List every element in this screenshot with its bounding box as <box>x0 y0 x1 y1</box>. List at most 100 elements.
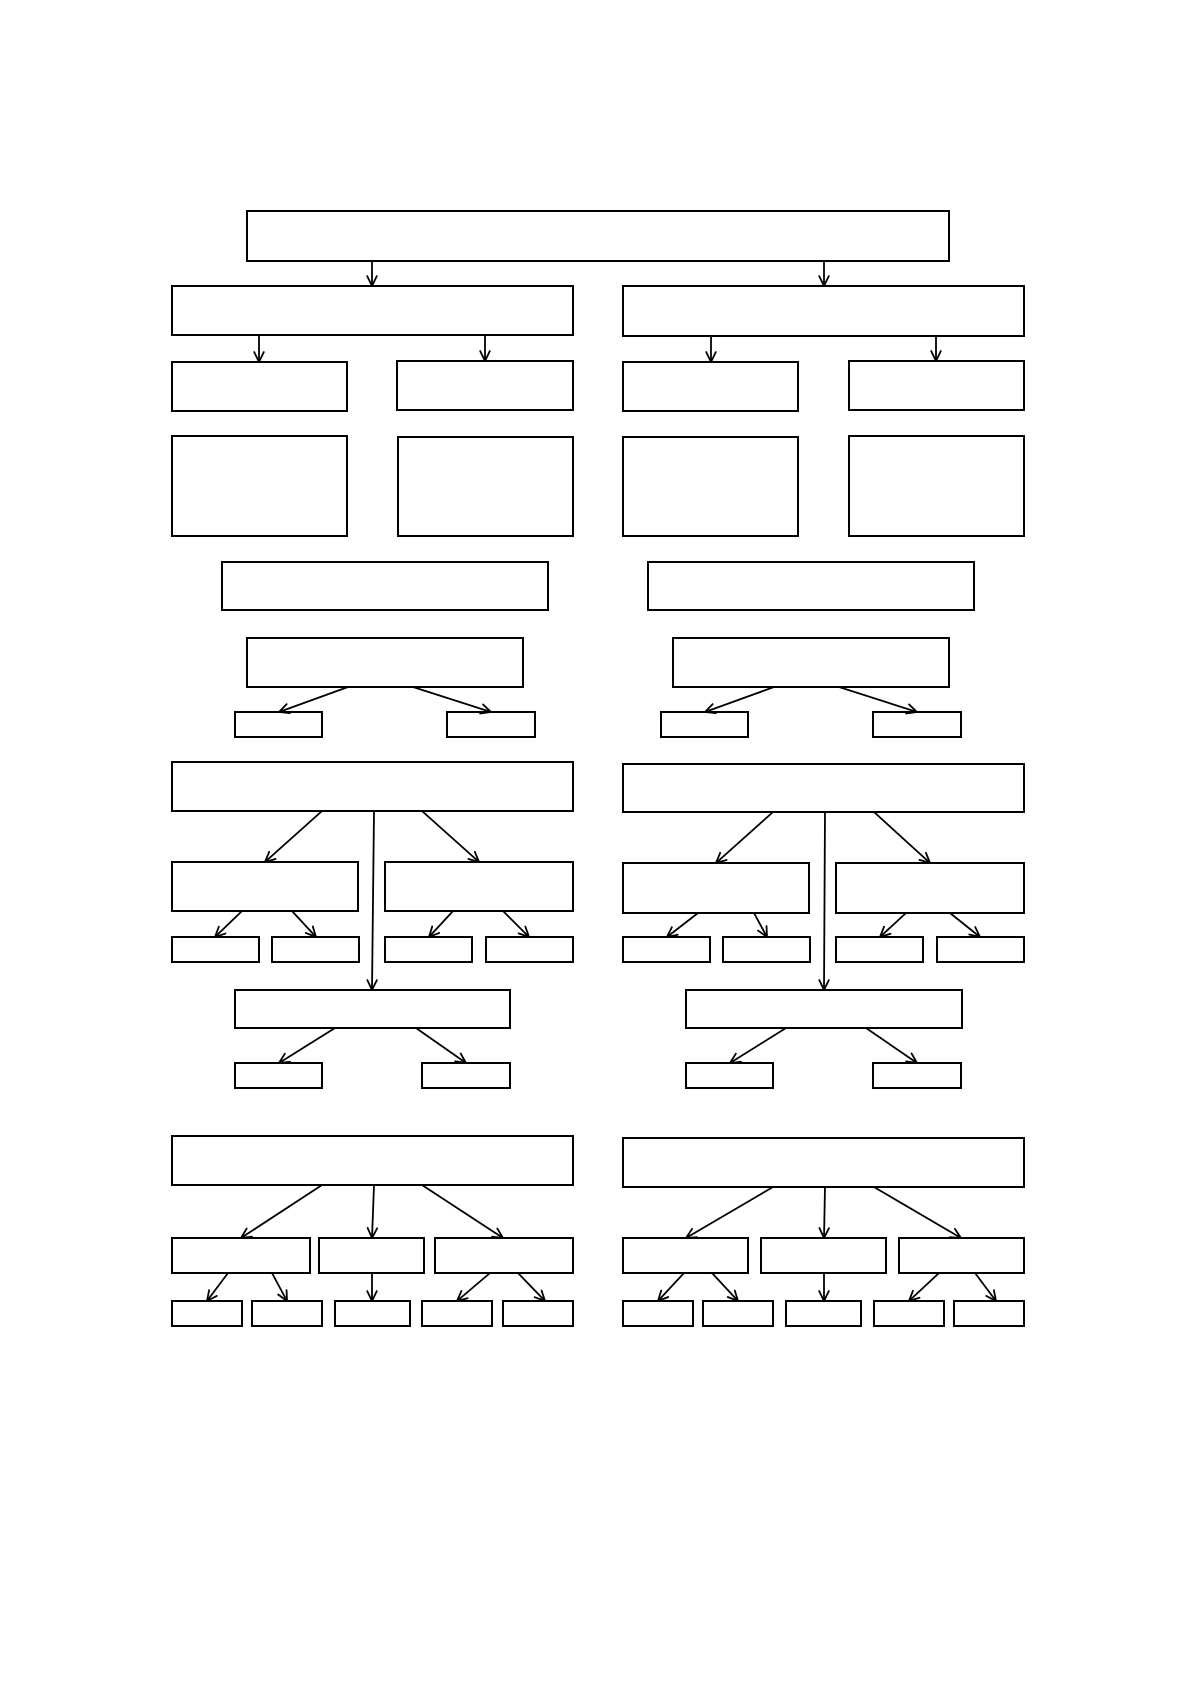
right-mid-box <box>672 637 950 688</box>
right-panel-box-2 <box>848 435 1025 537</box>
connector-arrow <box>366 1273 378 1302</box>
right-sub-box-2 <box>848 360 1025 411</box>
connector-arrow <box>456 1272 491 1302</box>
left-section2-leaf-a2 <box>271 936 360 963</box>
left-section3-leaf-1 <box>171 1300 243 1327</box>
right-sub-box-1 <box>622 361 799 412</box>
connector-arrow <box>666 912 699 938</box>
arrowhead-icon <box>278 1052 291 1064</box>
arrowhead-icon <box>818 275 830 287</box>
arrowhead-icon <box>949 1227 962 1239</box>
right-section3-child-a <box>622 1237 749 1274</box>
arrowhead-icon <box>968 926 981 938</box>
connector-arrow <box>818 261 830 287</box>
connector-arrow <box>502 910 530 938</box>
left-section2-leaf-a1 <box>171 936 260 963</box>
connector-arrow <box>517 1272 546 1302</box>
connector-arrow <box>206 1272 229 1302</box>
arrowhead-icon <box>985 1289 997 1302</box>
connector-arrow <box>873 811 931 864</box>
arrowhead-icon <box>214 925 227 938</box>
left-section2-center-box <box>234 989 511 1029</box>
arrowhead-icon <box>277 1289 288 1302</box>
arrowhead-icon <box>304 925 317 938</box>
connector-arrow <box>271 1272 288 1302</box>
connector-arrow <box>278 1027 336 1064</box>
arrowhead-icon <box>517 925 530 938</box>
left-section3-child-c <box>434 1237 574 1274</box>
connector-arrow <box>879 912 907 938</box>
connector-arrow <box>240 1184 323 1239</box>
arrowhead-icon <box>715 851 728 864</box>
connector-arrow <box>715 811 774 864</box>
arrowhead-icon <box>454 1052 467 1064</box>
right-section2-leaf-a2 <box>722 936 811 963</box>
left-section2-box <box>171 761 574 812</box>
left-sub-box-1 <box>171 361 348 412</box>
left-section2-child-b <box>384 861 574 912</box>
connector-arrow <box>291 910 317 938</box>
arrowhead-icon <box>757 925 768 938</box>
left-panel-box-2 <box>397 436 574 537</box>
arrowhead-icon <box>366 1227 379 1239</box>
arrowhead-icon <box>918 851 931 864</box>
left-section2-leaf-b2 <box>485 936 574 963</box>
arrowhead-icon <box>456 1290 469 1302</box>
connector-arrow <box>704 686 775 715</box>
right-branch-box <box>622 285 1025 337</box>
root-box <box>246 210 950 262</box>
right-section3-leaf-4 <box>873 1300 945 1327</box>
arrowhead-icon <box>666 926 679 938</box>
arrowhead-icon <box>818 1227 830 1239</box>
right-section3-child-b <box>760 1237 887 1274</box>
arrowhead-icon <box>705 351 717 363</box>
arrowhead-icon <box>253 351 265 363</box>
left-panel-box-1 <box>171 435 348 537</box>
left-branch-box <box>171 285 574 336</box>
arrowhead-icon <box>908 1289 921 1302</box>
right-section3-child-c <box>898 1237 1025 1274</box>
left-section2-leaf-b1 <box>384 936 473 963</box>
connector-arrow <box>264 810 323 863</box>
connector-arrow <box>818 1273 830 1302</box>
right-section3-leaf-2 <box>702 1300 774 1327</box>
right-section3-leaf-1 <box>622 1300 694 1327</box>
left-sub-box-2 <box>396 360 574 411</box>
connector-arrow <box>421 1184 504 1239</box>
connector-arrow <box>428 910 454 938</box>
right-panel-box-1 <box>622 436 799 537</box>
connector-arrow <box>818 1186 830 1239</box>
connector-arrow <box>711 1272 739 1302</box>
connector-arrow <box>930 336 942 362</box>
left-mid-child-1 <box>234 711 323 738</box>
left-section2-center-leaf-2 <box>421 1062 511 1089</box>
arrowhead-icon <box>704 703 717 715</box>
right-section2-child-a <box>622 862 810 914</box>
left-section3-leaf-5 <box>502 1300 574 1327</box>
connector-arrow <box>421 810 480 863</box>
connector-arrow <box>657 1272 685 1302</box>
arrowhead-icon <box>905 703 918 715</box>
right-section2-child-b <box>835 862 1025 914</box>
arrowhead-icon <box>428 925 441 938</box>
connector-arrow <box>214 910 243 938</box>
left-mid-box <box>246 637 524 688</box>
left-section3-leaf-4 <box>421 1300 493 1327</box>
connector-arrow <box>366 261 378 287</box>
left-section2-child-a <box>171 861 359 912</box>
left-section3-leaf-3 <box>334 1300 411 1327</box>
connector-arrow <box>908 1272 940 1302</box>
arrowhead-icon <box>278 703 291 715</box>
arrowhead-icon <box>726 1289 739 1302</box>
right-wide-box <box>647 561 975 611</box>
right-section2-box <box>622 763 1025 813</box>
connector-arrow <box>366 1184 379 1239</box>
arrowhead-icon <box>366 979 378 991</box>
connector-arrow <box>278 686 349 715</box>
arrowhead-icon <box>533 1289 546 1302</box>
arrowhead-icon <box>467 850 480 863</box>
right-section2-center-leaf-1 <box>685 1062 774 1089</box>
arrowhead-icon <box>930 350 942 362</box>
connector-arrow <box>818 811 830 991</box>
